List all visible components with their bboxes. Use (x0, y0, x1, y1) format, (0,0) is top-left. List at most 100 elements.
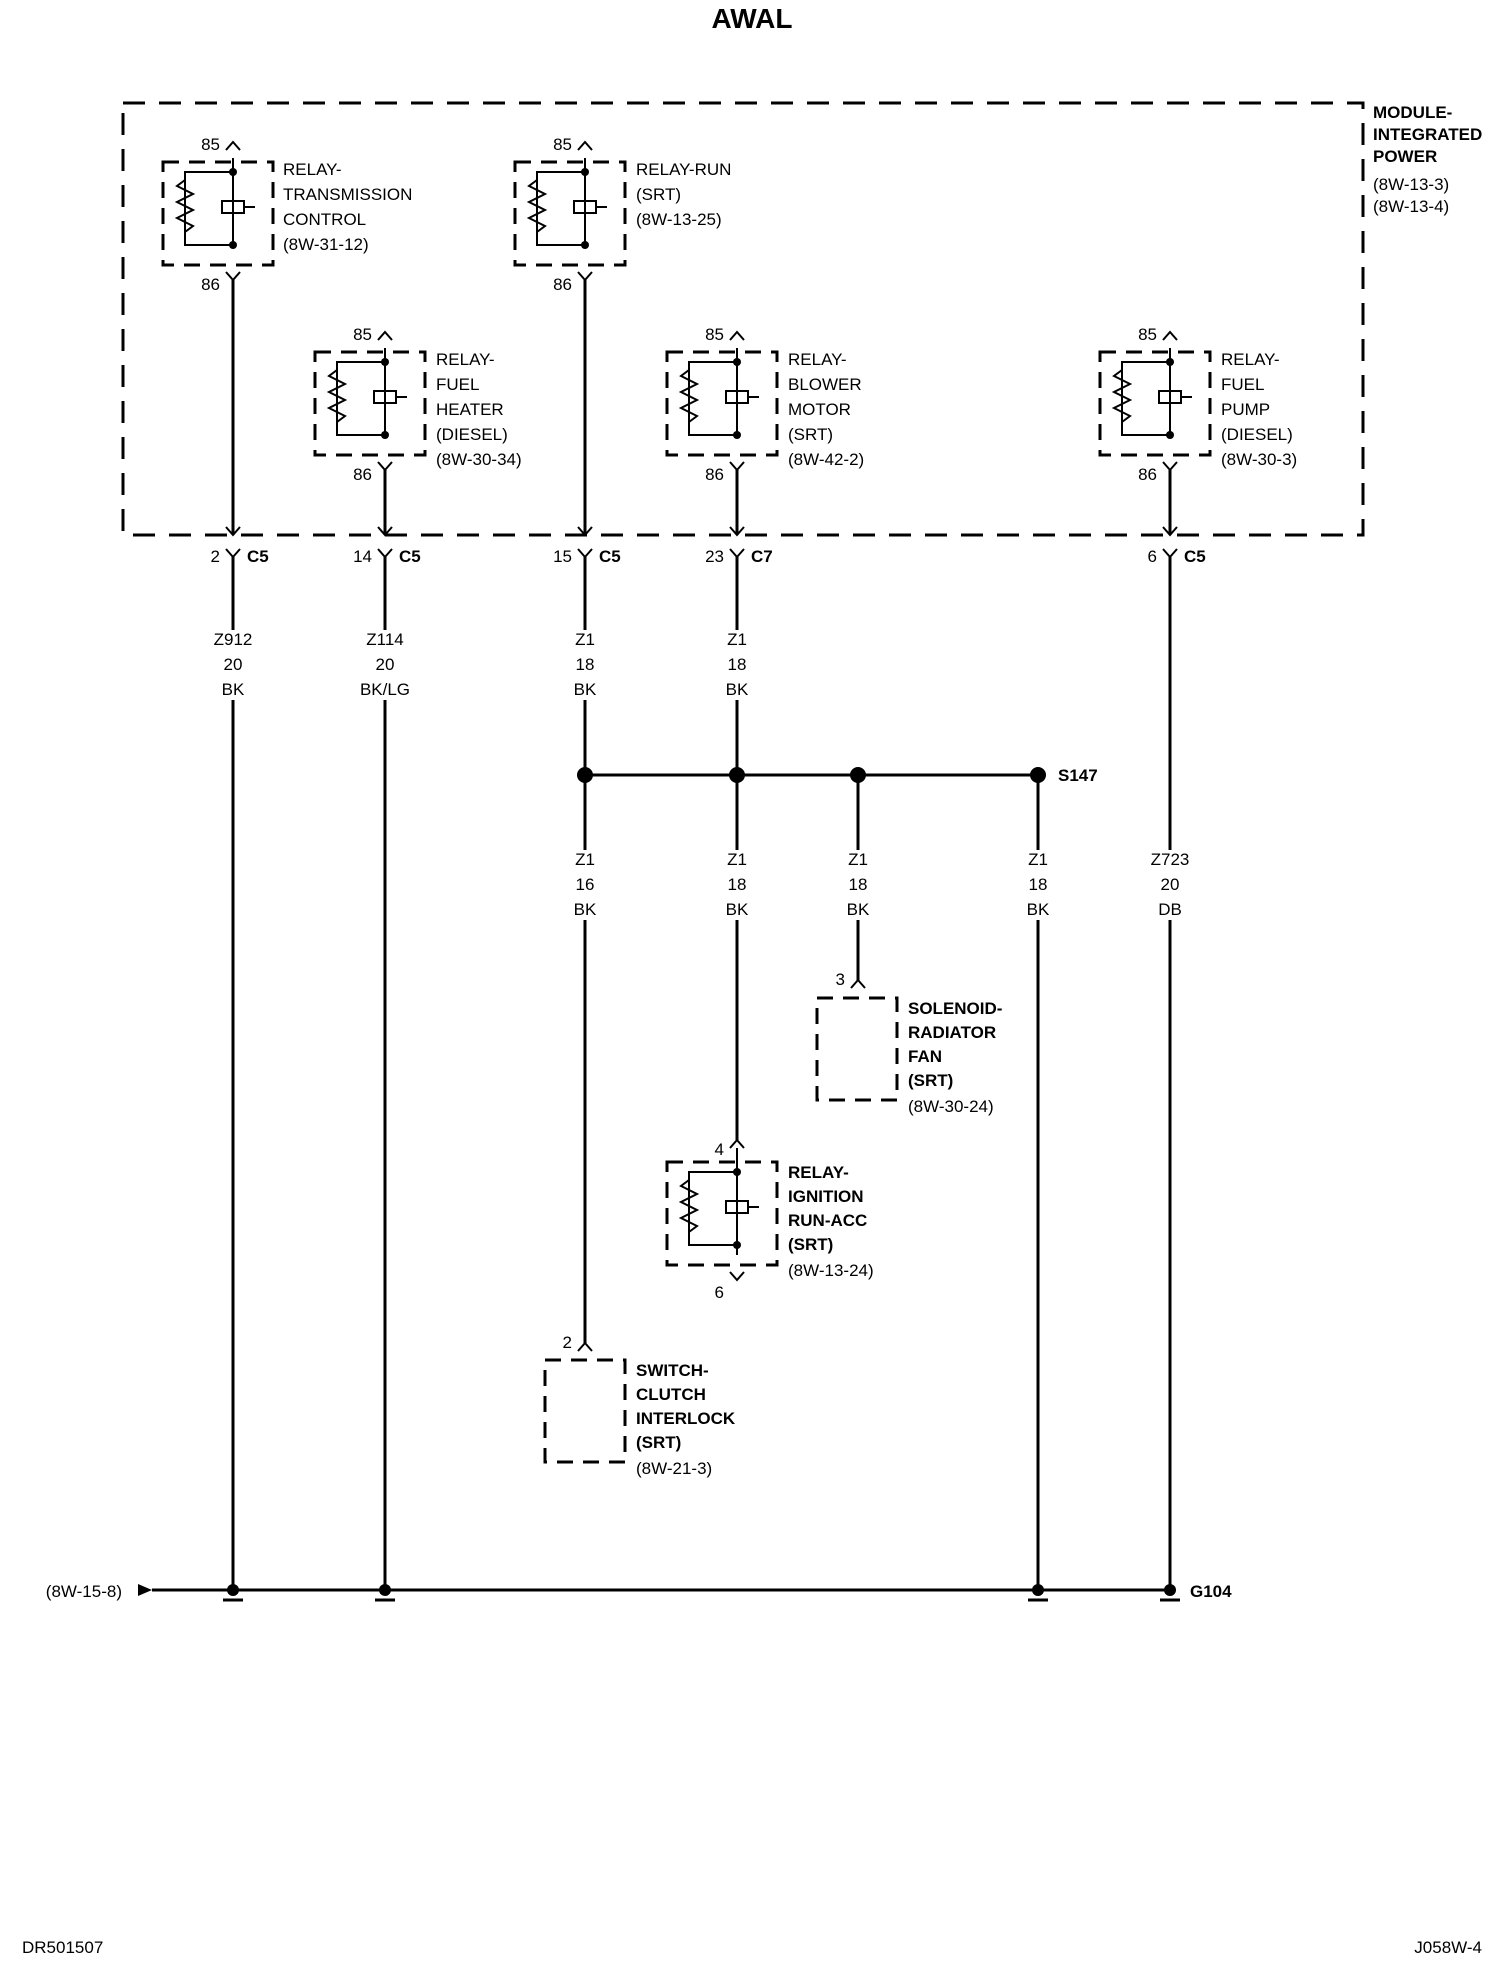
svg-text:(DIESEL): (DIESEL) (1221, 425, 1293, 444)
svg-text:(8W-21-3): (8W-21-3) (636, 1459, 712, 1478)
svg-text:6: 6 (1148, 547, 1157, 566)
footer-left: DR501507 (22, 1938, 103, 1957)
connector-z1-run: 15 C5 (553, 547, 621, 566)
svg-text:INTERLOCK: INTERLOCK (636, 1409, 736, 1428)
svg-text:BK: BK (1027, 900, 1050, 919)
svg-text:18: 18 (728, 655, 747, 674)
wire-label-z1-ground: Z1 18 BK (1027, 850, 1050, 919)
relay-blower-motor: 85 86 RELAY- BLOWER MOTOR (SRT) (8W-42-2… (665, 325, 864, 484)
svg-text:(8W-31-12): (8W-31-12) (283, 235, 369, 254)
svg-text:14: 14 (353, 547, 372, 566)
svg-text:C5: C5 (247, 547, 269, 566)
svg-text:2: 2 (211, 547, 220, 566)
svg-text:CONTROL: CONTROL (283, 210, 366, 229)
svg-text:86: 86 (353, 465, 372, 484)
svg-text:20: 20 (224, 655, 243, 674)
svg-text:FAN: FAN (908, 1047, 942, 1066)
relay-fuel-heater: 85 86 RELAY- FUEL HEATER (DIESEL) (8W-30… (313, 325, 522, 484)
footer-right: J058W-4 (1414, 1938, 1482, 1957)
svg-text:18: 18 (1029, 875, 1048, 894)
diagram-title: AWAL (712, 3, 793, 34)
module-label: MODULE- INTEGRATED POWER (8W-13-3) (8W-1… (1373, 103, 1482, 216)
svg-text:(8W-13-4): (8W-13-4) (1373, 197, 1449, 216)
connector-z912: 2 C5 (211, 547, 269, 566)
svg-text:86: 86 (705, 465, 724, 484)
wire-label-z114: Z114 20 BK/LG (360, 630, 410, 699)
wire-label-z1-run: Z1 18 BK (574, 630, 597, 699)
svg-text:86: 86 (1138, 465, 1157, 484)
svg-text:RELAY-RUN: RELAY-RUN (636, 160, 731, 179)
svg-text:TRANSMISSION: TRANSMISSION (283, 185, 412, 204)
svg-text:RADIATOR: RADIATOR (908, 1023, 996, 1042)
svg-text:MOTOR: MOTOR (788, 400, 851, 419)
svg-text:C5: C5 (1184, 547, 1206, 566)
ground-point (1028, 1584, 1048, 1602)
svg-text:IGNITION: IGNITION (788, 1187, 864, 1206)
splice-label: S147 (1058, 766, 1098, 785)
wire-label-z1-ignition: Z1 18 BK (726, 850, 749, 919)
svg-text:16: 16 (576, 875, 595, 894)
svg-text:Z1: Z1 (575, 850, 595, 869)
ground-point (223, 1584, 243, 1602)
svg-text:(8W-13-25): (8W-13-25) (636, 210, 722, 229)
svg-text:FUEL: FUEL (436, 375, 479, 394)
svg-text:BK: BK (726, 900, 749, 919)
wire-label-z912: Z912 20 BK (214, 630, 253, 699)
svg-text:BK: BK (726, 680, 749, 699)
svg-text:18: 18 (849, 875, 868, 894)
svg-text:BK: BK (574, 680, 597, 699)
svg-text:18: 18 (576, 655, 595, 674)
svg-text:6: 6 (715, 1283, 724, 1302)
svg-text:Z114: Z114 (366, 630, 404, 649)
svg-text:(SRT): (SRT) (788, 425, 833, 444)
svg-text:RELAY-: RELAY- (283, 160, 342, 179)
ground-point (375, 1584, 395, 1602)
svg-text:Z912: Z912 (214, 630, 253, 649)
relay-fuel-pump: 85 86 RELAY- FUEL PUMP (DIESEL) (8W-30-3… (1098, 325, 1297, 484)
svg-text:15: 15 (553, 547, 572, 566)
svg-text:PUMP: PUMP (1221, 400, 1270, 419)
switch-clutch-interlock: 2 SWITCH- CLUTCH INTERLOCK (SRT) (8W-21-… (543, 1333, 736, 1478)
svg-text:C5: C5 (599, 547, 621, 566)
svg-text:(SRT): (SRT) (788, 1235, 833, 1254)
svg-text:(8W-30-3): (8W-30-3) (1221, 450, 1297, 469)
svg-text:20: 20 (1161, 875, 1180, 894)
svg-text:SOLENOID-: SOLENOID- (908, 999, 1002, 1018)
svg-text:18: 18 (728, 875, 747, 894)
svg-text:85: 85 (705, 325, 724, 344)
wire-label-z1-solenoid: Z1 18 BK (847, 850, 870, 919)
svg-text:Z1: Z1 (1028, 850, 1048, 869)
svg-text:SWITCH-: SWITCH- (636, 1361, 709, 1380)
svg-text:DB: DB (1158, 900, 1182, 919)
svg-text:(DIESEL): (DIESEL) (436, 425, 508, 444)
svg-text:(SRT): (SRT) (636, 185, 681, 204)
relay-run: 85 86 RELAY-RUN (SRT) (8W-13-25) (513, 135, 731, 294)
svg-text:HEATER: HEATER (436, 400, 504, 419)
svg-text:85: 85 (201, 135, 220, 154)
wire-label-z1-blower: Z1 18 BK (726, 630, 749, 699)
svg-text:FUEL: FUEL (1221, 375, 1264, 394)
svg-text:Z723: Z723 (1151, 850, 1190, 869)
svg-text:RUN-ACC: RUN-ACC (788, 1211, 867, 1230)
svg-text:20: 20 (376, 655, 395, 674)
module-integrated-power-box (121, 101, 1365, 537)
relay-ignition-run-acc: 4 6 RELAY- IGNITION RUN-ACC (SRT) (8W-13… (665, 1138, 874, 1302)
svg-text:(8W-13-3): (8W-13-3) (1373, 175, 1449, 194)
svg-text:Z1: Z1 (575, 630, 595, 649)
svg-text:RELAY-: RELAY- (788, 350, 847, 369)
svg-text:RELAY-: RELAY- (788, 1163, 849, 1182)
solenoid-radiator-fan: 3 SOLENOID- RADIATOR FAN (SRT) (8W-30-24… (815, 970, 1002, 1116)
svg-text:85: 85 (553, 135, 572, 154)
svg-text:85: 85 (1138, 325, 1157, 344)
svg-text:Z1: Z1 (727, 850, 747, 869)
relay-transmission-control: 85 86 RELAY- TRANSMISSION CONTROL (8W-31… (161, 135, 412, 294)
svg-text:MODULE-: MODULE- (1373, 103, 1452, 122)
svg-text:3: 3 (836, 970, 845, 989)
svg-text:Z1: Z1 (848, 850, 868, 869)
svg-text:(8W-15-8): (8W-15-8) (46, 1582, 122, 1601)
connector-z114: 14 C5 (353, 547, 421, 566)
svg-text:85: 85 (353, 325, 372, 344)
ground-point (1160, 1584, 1180, 1602)
svg-text:RELAY-: RELAY- (436, 350, 495, 369)
